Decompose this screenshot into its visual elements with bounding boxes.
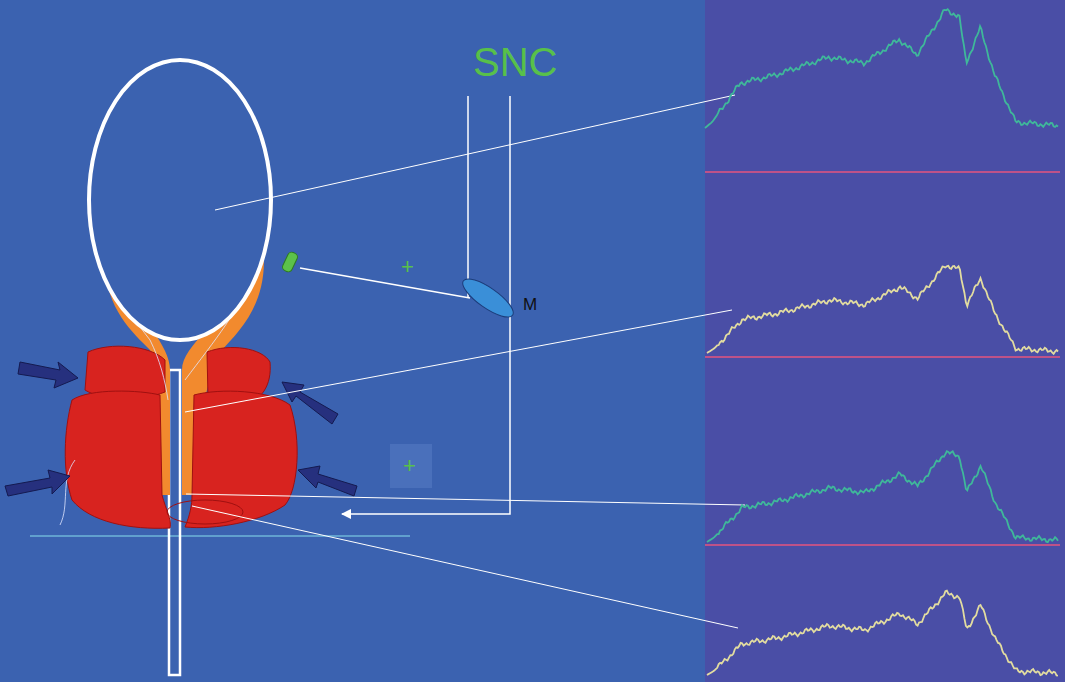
catheter — [169, 370, 180, 675]
pressure-trace — [705, 9, 1058, 128]
baseline — [705, 172, 1060, 545]
leader-lines — [185, 95, 745, 628]
pressure-trace — [707, 266, 1058, 354]
motor-neuron — [458, 273, 519, 324]
compression-arrows — [5, 362, 357, 496]
floor-line — [30, 535, 410, 537]
bladder — [89, 60, 271, 340]
afferent-pathway — [467, 96, 469, 298]
nerve-fibre — [60, 460, 75, 525]
afferent-pathway — [300, 268, 470, 298]
sphincter-ring — [167, 500, 243, 524]
sign-label: + — [401, 256, 414, 278]
trace-panel — [705, 0, 1065, 682]
pressure-trace — [707, 451, 1058, 542]
neuron-label: M — [523, 296, 537, 313]
pelvic-floor-muscle — [185, 391, 297, 527]
sign-label: + — [403, 455, 416, 477]
system-label: SNC — [473, 42, 557, 82]
plus-box — [390, 444, 432, 488]
pelvic-floor-muscle — [65, 391, 170, 528]
pressure-trace — [707, 591, 1058, 676]
background — [0, 0, 705, 682]
pressure-traces — [705, 9, 1058, 675]
receptor — [281, 251, 299, 273]
